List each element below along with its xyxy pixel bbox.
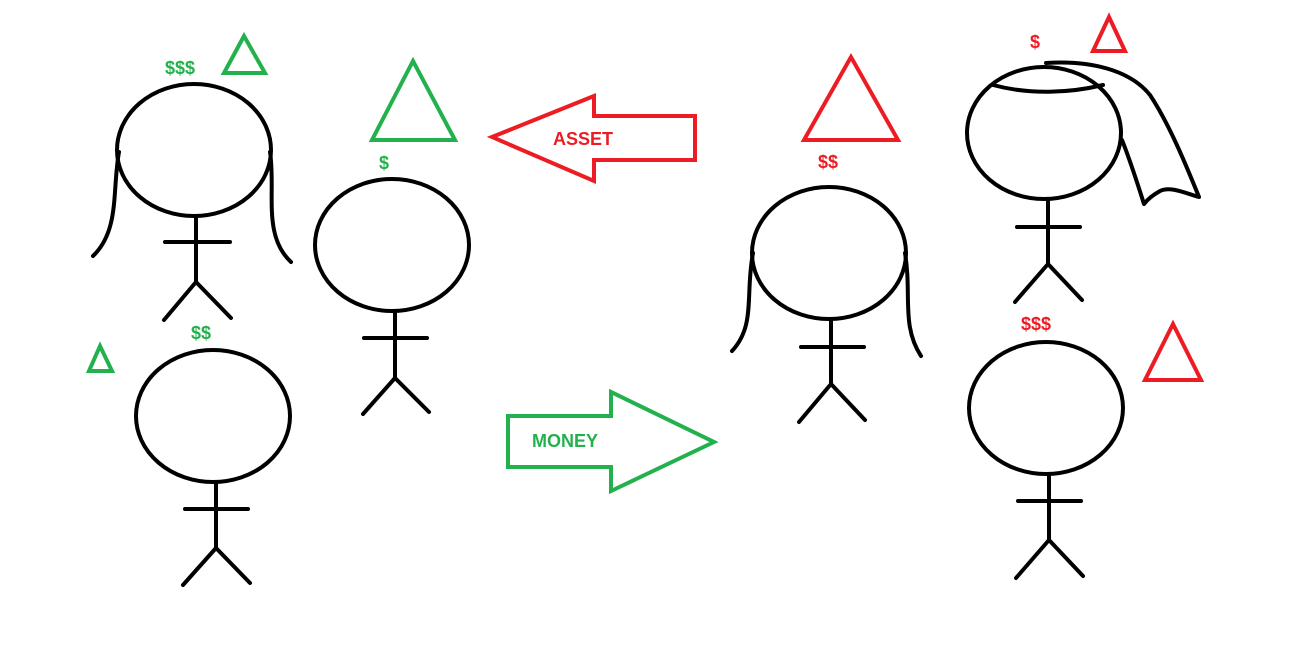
leg-right [214, 546, 252, 585]
arrow-shape [486, 93, 697, 185]
leg-left [1014, 538, 1051, 580]
hair-left [730, 251, 755, 353]
leg-right [1047, 538, 1085, 578]
leg-right [1046, 262, 1084, 302]
asset-arrow: ASSET [486, 93, 697, 185]
leg-right [194, 280, 233, 320]
person-left-bottom [134, 348, 292, 587]
veil [1044, 60, 1201, 206]
person-right-top [965, 60, 1201, 304]
asset-arrow-label: ASSET [553, 129, 613, 149]
arrow-shape [506, 388, 719, 495]
head [967, 340, 1125, 476]
wealth-label-right-bottom: $$$ [1021, 314, 1051, 334]
money-arrow: MONEY [506, 388, 719, 495]
wealth-label-left-bottom: $$ [191, 323, 211, 343]
triangle-icon [1141, 319, 1205, 382]
person-right-center [730, 185, 923, 424]
leg-left [361, 376, 397, 416]
hair-right [268, 150, 293, 264]
wealth-label-right-top: $ [1030, 32, 1040, 52]
wealth-label-right-center: $$ [818, 152, 838, 172]
leg-right [829, 382, 867, 422]
head [134, 348, 292, 484]
leg-left [797, 382, 833, 424]
person-left-middle [313, 177, 471, 416]
wealth-label-left-top: $$$ [165, 58, 195, 78]
triangle-icon [368, 56, 459, 142]
wealth-label-left-middle: $ [379, 153, 389, 173]
money-arrow-label: MONEY [532, 431, 598, 451]
head [965, 65, 1123, 201]
leg-right [393, 376, 431, 414]
leg-left [1013, 262, 1050, 304]
triangle-icon [220, 31, 269, 75]
leg-left [181, 546, 218, 587]
head [115, 82, 273, 218]
hair-left [91, 150, 121, 258]
head [750, 185, 908, 321]
person-right-bottom [967, 340, 1125, 580]
triangle-icon [1089, 12, 1129, 53]
head [313, 177, 471, 313]
hair-right [903, 251, 923, 358]
person-left-top [91, 82, 293, 322]
veil-headband [991, 83, 1105, 94]
leg-left [162, 280, 198, 322]
triangle-icon [85, 341, 116, 373]
triangle-icon [800, 52, 902, 142]
